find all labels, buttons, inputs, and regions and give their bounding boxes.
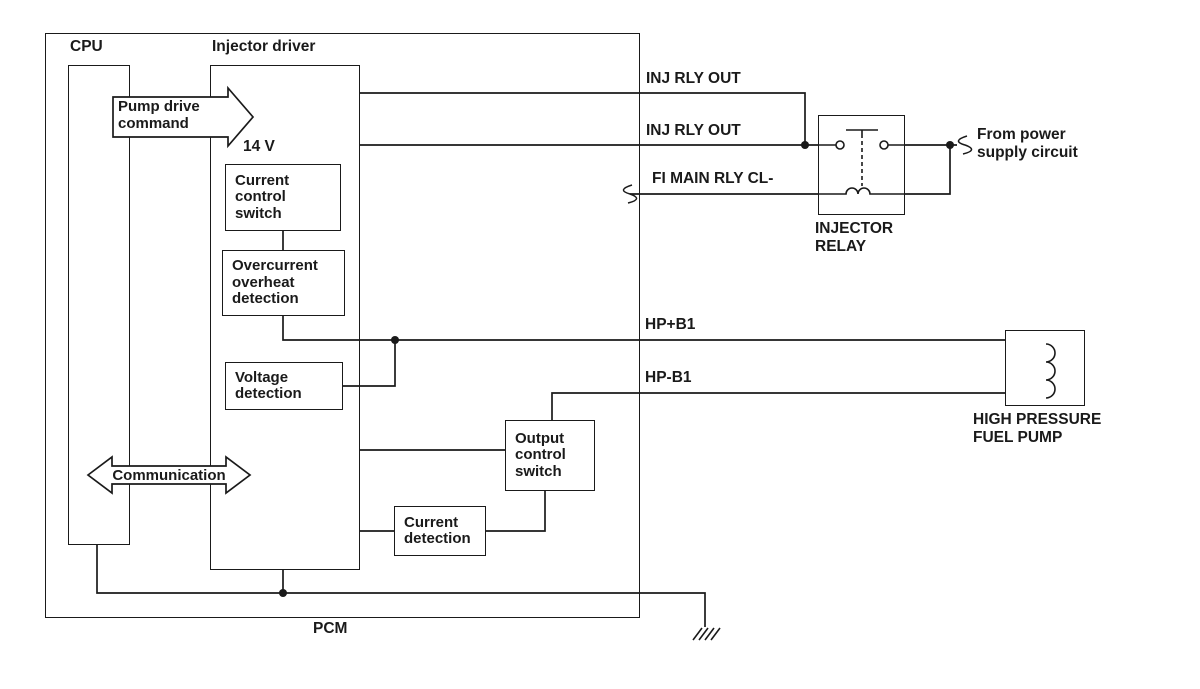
supply-14v-label: 14 V: [243, 138, 275, 155]
injector-relay-box: [818, 115, 905, 215]
injector-driver-box: [210, 65, 360, 570]
junction-dot: [946, 141, 954, 149]
ground-symbol: [692, 627, 721, 641]
high-pressure-fuel-pump-label: HIGH PRESSURE FUEL PUMP: [973, 411, 1102, 446]
injector-driver-label: Injector driver: [212, 38, 316, 55]
cpu-box: [68, 65, 130, 545]
current-detection-block: Current detection: [394, 506, 486, 556]
ground-icon: [692, 627, 721, 641]
pcm-label: PCM: [313, 620, 348, 637]
signal-hp-plus-b1-label: HP+B1: [645, 316, 696, 333]
output-control-switch-block: Output control switch: [505, 420, 595, 491]
voltage-detection-block: Voltage detection: [225, 362, 343, 410]
wire-power-to-relay-coil: [905, 145, 951, 195]
wire-break-icon: [957, 135, 973, 155]
from-power-supply-label: From power supply circuit: [977, 126, 1078, 161]
current-control-switch-block: Current control switch: [225, 164, 341, 231]
injector-relay-label: INJECTOR RELAY: [815, 220, 894, 255]
signal-inj-rly-out-bottom-label: INJ RLY OUT: [646, 122, 741, 139]
signal-inj-rly-out-top-label: INJ RLY OUT: [646, 70, 741, 87]
pump-drive-command-label: Pump drive command: [118, 98, 200, 132]
cpu-label: CPU: [70, 38, 103, 55]
signal-hp-minus-b1-label: HP-B1: [645, 369, 692, 386]
overcurrent-overheat-detection-block: Overcurrent overheat detection: [222, 250, 345, 316]
signal-fi-main-rly-cl-label: FI MAIN RLY CL-: [652, 170, 774, 187]
fuel-pump-box: [1005, 330, 1085, 406]
communication-label: Communication: [112, 467, 226, 484]
junction-dot: [801, 141, 809, 149]
